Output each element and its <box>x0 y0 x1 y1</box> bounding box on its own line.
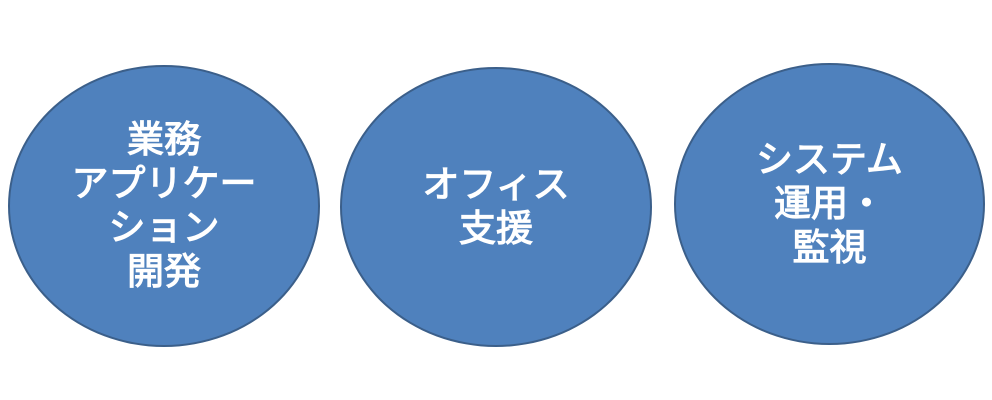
label-line: 運用・ <box>773 182 885 225</box>
circle-business-app-dev: 業務 アプリケー ション 開発 <box>8 65 320 347</box>
circle-label: システム 運用・ 監視 <box>756 138 903 270</box>
circle-system-operation: システム 運用・ 監視 <box>674 63 985 345</box>
circle-label: 業務 アプリケー ション 開発 <box>72 118 257 294</box>
label-line: 監視 <box>792 226 867 269</box>
label-line: アプリケー <box>71 162 257 205</box>
label-line: オフィス <box>422 163 570 206</box>
label-line: ション <box>108 206 220 249</box>
circle-label: オフィス 支援 <box>422 163 569 251</box>
label-line: 開発 <box>127 250 201 293</box>
label-line: 業務 <box>127 118 201 161</box>
label-line: 支援 <box>458 207 533 250</box>
label-line: システム <box>756 138 903 181</box>
circle-office-support: オフィス 支援 <box>340 67 652 347</box>
